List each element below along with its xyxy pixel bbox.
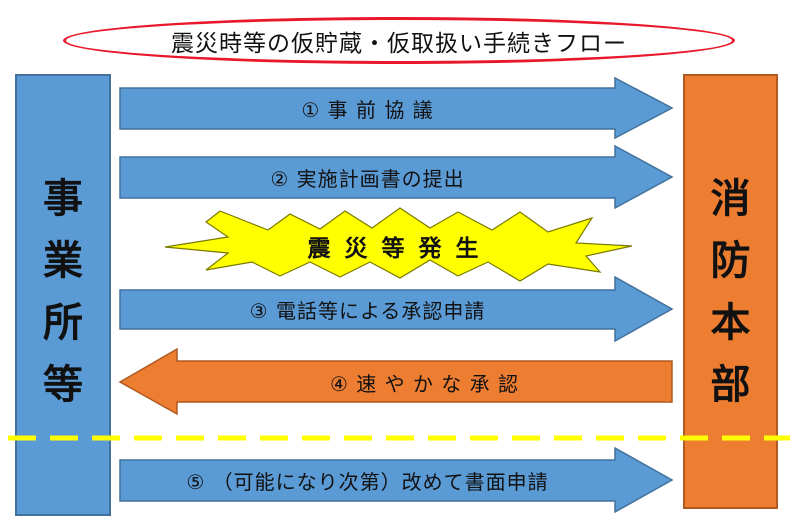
actor-fire-char: 防 [710,238,751,284]
step-5-label: ⑤ （可能になり次第）改めて書面申請 [186,469,549,494]
diagram-title: 震災時等の仮貯蔵・仮取扱い手続きフロー [171,30,627,57]
step-4-arrow [118,347,673,416]
step-1-arrow [119,76,674,140]
actor-business-char: 業 [43,238,83,284]
step-3-arrow [119,275,674,343]
step-2-label: ② 実施計画書の提出 [270,166,465,191]
actor-business-char: 所 [43,300,83,346]
step-1-label: ① 事 前 協 議 [301,97,434,122]
event-label-text: 震災等発生 [307,236,493,262]
step-2-arrow [119,144,674,210]
actor-business: 事 業 所 等 [15,74,111,516]
step-5-arrow [119,446,674,514]
actor-fire-char: 部 [710,362,751,408]
actor-fire-char: 本 [710,300,751,346]
actor-business-char: 等 [43,362,83,408]
title-banner: 震災時等の仮貯蔵・仮取扱い手続きフロー [63,17,735,64]
step-3-label: ③ 電話等による承認申請 [249,298,486,323]
actor-fire-char: 消 [710,176,751,222]
event-burst-shape [164,207,633,282]
event-label: 震災等発生 [230,228,570,264]
actor-fire-department: 消 防 本 部 [683,74,778,509]
step-4-label: ④ 速 や か な 承 認 [329,371,520,396]
actor-business-char: 事 [43,176,83,222]
